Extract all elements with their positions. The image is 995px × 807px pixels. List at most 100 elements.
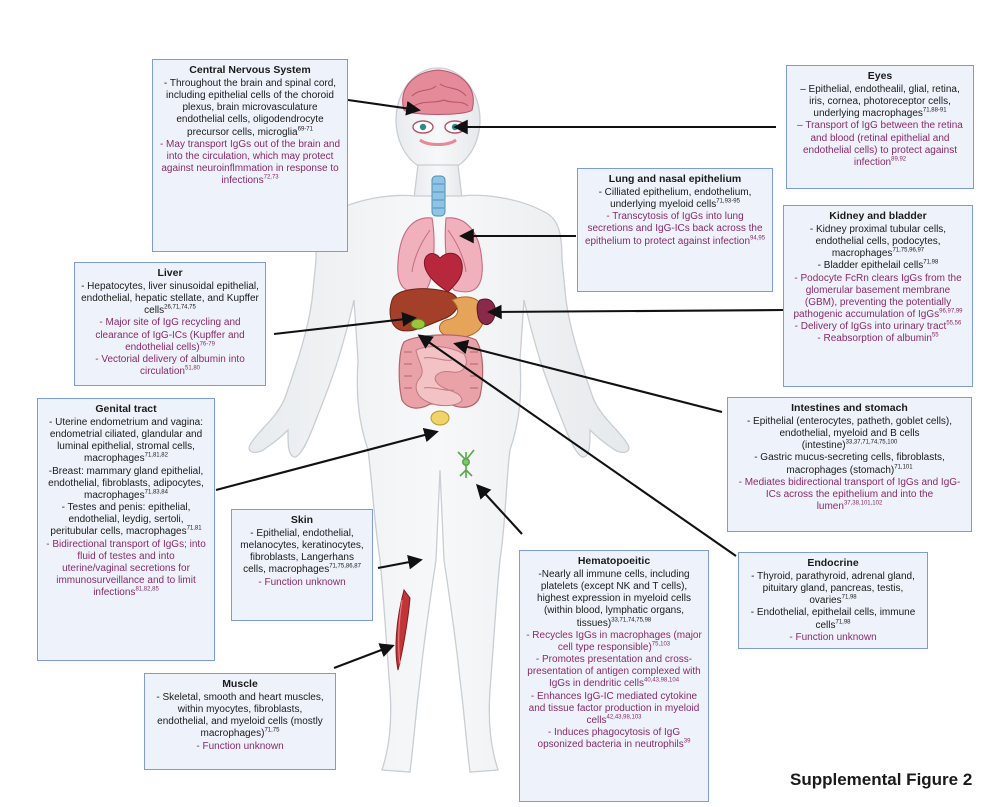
liver-line-1-text: - Major site of IgG recycling and cleara… <box>95 317 245 353</box>
muscle-line-0: - Skeletal, smooth and heart muscles, wi… <box>151 692 329 741</box>
kidney-line-3: - Delivery of IgGs into urinary tract55,… <box>790 321 966 333</box>
liver-line-2: - Vectorial delivery of albumin into cir… <box>81 354 259 378</box>
endocrine-line-0: - Thyroid, parathyroid, adrenal gland, p… <box>745 571 921 608</box>
hemato-line-0-ref: 33,71,74,75,98 <box>611 617 652 624</box>
cns-line-0-ref: 69-71 <box>297 126 313 133</box>
lung-box: Lung and nasal epithelium- Cilliated epi… <box>577 168 773 292</box>
hemato-title: Hematopoeitic <box>577 555 651 567</box>
arrow-hemato <box>476 483 523 535</box>
eyes-line-1-text: – Transport of IgG between the retina an… <box>797 120 963 168</box>
liver-line-1-ref: 76-79 <box>199 341 215 348</box>
kidney-line-0: - Kidney proximal tubular cells, endothe… <box>790 224 966 261</box>
genital-line-2: - Testes and penis: epithelial, endothel… <box>44 502 208 539</box>
genital-line-1: -Breast: mammary gland epithelial, endot… <box>44 466 208 503</box>
intestines-title: Intestines and stomach <box>791 402 908 414</box>
kidney-line-3-ref: 55,56 <box>946 320 962 327</box>
genital-line-3: - Bidirectional transport of IgGs; into … <box>44 539 208 600</box>
hemato-line-2-text: - Promotes presentation and cross-presen… <box>527 654 701 690</box>
genital-line-2-ref: 71,81 <box>186 526 202 533</box>
gallbladder <box>410 318 426 330</box>
hemato-line-1-text: - Recycles IgGs in macrophages (major ce… <box>526 629 702 653</box>
intestines-line-0-ref: 33,37,71,74,75,100 <box>845 439 898 446</box>
muscle-box: Muscle- Skeletal, smooth and heart muscl… <box>144 673 336 770</box>
muscle-line-0-ref: 71,75 <box>264 728 280 735</box>
hemato-line-0-text: -Nearly all immune cells, including plat… <box>537 568 691 629</box>
intestines-line-2-text: - Mediates bidirectional transport of Ig… <box>738 476 961 513</box>
hemato-line-1: - Recycles IgGs in macrophages (major ce… <box>526 630 702 654</box>
eyes-line-0-text: – Epithelial, endothealil, glial, retina… <box>800 83 960 120</box>
kidney-line-4: - Reabsorption of albumin55 <box>790 333 966 345</box>
genital-line-2-text: - Testes and penis: epithelial, endothel… <box>50 502 191 538</box>
intestines-line-1-ref: 71,101 <box>894 464 913 471</box>
genital-box: Genital tract- Uterine endometrium and v… <box>37 398 215 661</box>
lung-line-1: - Transcytosis of IgGs into lung secreti… <box>584 211 766 248</box>
liver-box: Liver- Hepatocytes, liver sinusoidal epi… <box>74 262 266 386</box>
hemato-line-0: -Nearly all immune cells, including plat… <box>526 569 702 630</box>
kidney-line-2-ref: 96,97,99 <box>939 308 963 315</box>
hemato-line-3-ref: 42,43,98,103 <box>606 714 642 721</box>
liver-line-0-text: - Hepatocytes, liver sinusoidal epitheli… <box>81 280 259 317</box>
endocrine-title: Endocrine <box>807 557 859 569</box>
arrow-skin <box>377 554 423 570</box>
liver-line-2-ref: 51,80 <box>185 365 201 372</box>
genital-line-1-text: -Breast: mammary gland epithelial, endot… <box>48 465 204 501</box>
lung-line-0-text: - Cilliated epithelium, endothelium, und… <box>598 186 752 210</box>
muscle-title: Muscle <box>222 678 258 690</box>
endocrine-line-1: - Endothelial, epithelail cells, immune … <box>745 607 921 631</box>
arrow-liver <box>273 312 417 336</box>
hemato-line-3-text: - Enhances IgG-IC mediated cytokine and … <box>528 690 700 727</box>
kidney-line-3-text: - Delivery of IgGs into urinary tract <box>794 321 947 333</box>
brain <box>402 69 474 115</box>
lung-line-1-text: - Transcytosis of IgGs into lung secreti… <box>584 211 763 247</box>
intestines-line-1-text: - Gastric mucus-secreting cells, fibrobl… <box>754 452 945 476</box>
cns-line-1-text: - May transport IgGs out of the brain an… <box>159 138 341 187</box>
cns-line-1-ref: 72,73 <box>263 174 279 181</box>
lung-title: Lung and nasal epithelium <box>608 173 742 185</box>
skin-line-1: - Function unknown <box>238 577 366 589</box>
liver-line-0-ref: 26,71,74,75 <box>164 304 196 311</box>
skin-line-0: - Epithelial, endothelial, melanocytes, … <box>238 528 366 577</box>
kidney-line-1-text: - Bladder epithelail cells <box>817 260 924 272</box>
kidney-line-0-ref: 71,75,96,97 <box>892 247 925 254</box>
intestines-line-0-text: - Epithelial (enterocytes, patheth, gobl… <box>746 415 953 452</box>
figure-label: Supplemental Figure 2 <box>790 770 973 789</box>
intestines-line-1: - Gastric mucus-secreting cells, fibrobl… <box>734 452 965 476</box>
liver-line-1: - Major site of IgG recycling and cleara… <box>81 317 259 354</box>
genital-line-1-ref: 71,83,84 <box>144 489 168 496</box>
kidney-line-1: - Bladder epithelail cells71,98 <box>790 260 966 272</box>
hemato-line-4-ref: 39 <box>683 739 691 746</box>
arrow-endocrine <box>417 334 737 557</box>
hemato-line-2-ref: 40,43,98,104 <box>644 678 680 685</box>
eyes-line-1-ref: 89,92 <box>891 156 907 163</box>
genital-title: Genital tract <box>95 403 157 415</box>
lung-line-0: - Cilliated epithelium, endothelium, und… <box>584 187 766 211</box>
endocrine-line-2-text: - Function unknown <box>789 631 877 643</box>
endocrine-line-0-text: - Thyroid, parathyroid, adrenal gland, p… <box>751 570 915 607</box>
lung-line-1-ref: 94,95 <box>750 235 766 242</box>
hemato-line-4-text: - Induces phagocytosis of IgG opsonized … <box>537 727 684 751</box>
skin-box: Skin - Epithelial, endothelial, melanocyt… <box>231 509 373 621</box>
liver-title: Liver <box>157 267 183 279</box>
arrow-kidney <box>487 304 785 320</box>
genital-line-3-ref: 81,82,85 <box>135 587 159 594</box>
liver-line-0: - Hepatocytes, liver sinusoidal epitheli… <box>81 281 259 318</box>
genital-line-0-ref: 71,81,82 <box>144 453 168 460</box>
intestines-box: Intestines and stomach- Epithelial (ente… <box>727 397 972 532</box>
eyes-line-0-ref: 71,88-91 <box>922 107 947 114</box>
muscle-line-0-text: - Skeletal, smooth and heart muscles, wi… <box>156 691 324 740</box>
kidney-line-2: - Podocyte FcRn clears IgGs from the glo… <box>790 273 966 322</box>
cns-line-0: - Throughout the brain and spinal cord, … <box>159 78 341 139</box>
hemato-line-4: - Induces phagocytosis of IgG opsonized … <box>526 727 702 751</box>
hematopoietic-box: Hematopoeitic-Nearly all immune cells, i… <box>519 550 709 802</box>
eyes-line-1: – Transport of IgG between the retina an… <box>793 120 967 169</box>
skin-title: Skin <box>290 514 314 526</box>
endocrine-line-2: - Function unknown <box>745 632 921 644</box>
kidney-title: Kidney and bladder <box>829 210 927 222</box>
muscle-line-1: - Function unknown <box>151 741 329 753</box>
liver-line-2-text: - Vectorial delivery of albumin into cir… <box>95 353 245 378</box>
kidney-line-4-ref: 55 <box>931 333 939 340</box>
skin-cell-illustration <box>457 449 475 478</box>
endocrine-box: Endocrine- Thyroid, parathyroid, adrenal… <box>738 552 928 649</box>
